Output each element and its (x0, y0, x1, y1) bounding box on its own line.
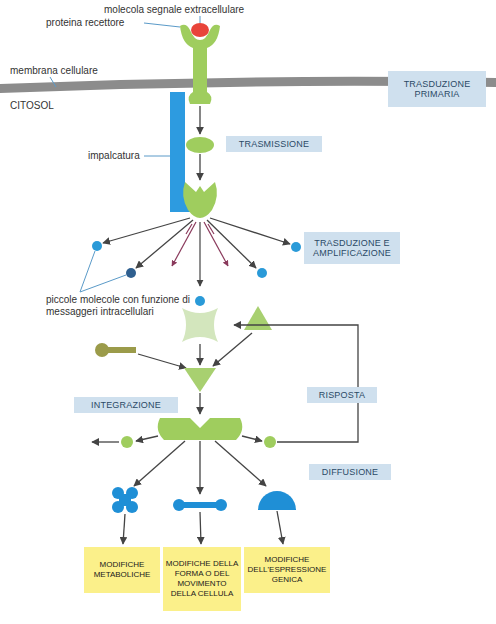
arrow (138, 354, 186, 368)
node-text-group: TRASDUZIONE E AMPLIFICAZIONE (304, 238, 400, 258)
arrow (92, 441, 119, 442)
effector-dumbbell (173, 499, 227, 511)
integrator-protein (184, 368, 216, 392)
arrow (207, 220, 256, 268)
leader-line (80, 251, 95, 292)
leader-line (80, 275, 126, 292)
arrow (199, 106, 200, 134)
effector-protein (183, 182, 217, 218)
arrow (213, 333, 252, 366)
arrow (215, 441, 266, 486)
scaffold-bar (170, 92, 185, 212)
target-protein (95, 343, 109, 357)
arrow (199, 154, 200, 180)
effector-cross (119, 494, 131, 506)
messenger-molecule (291, 242, 301, 252)
messenger-molecule (257, 268, 267, 278)
leader-line (144, 156, 170, 157)
arrow (199, 344, 200, 365)
fan-arrows (172, 222, 228, 286)
messenger-molecule (195, 296, 205, 306)
effector-cross (112, 487, 138, 513)
leader-line (144, 23, 180, 27)
signal-molecule (191, 23, 209, 37)
node-text-group: INTEGRAZIONE (91, 400, 161, 410)
leader-line (200, 16, 201, 23)
node-text: TRASDUZIONE PRIMARIA (388, 79, 486, 99)
messenger-molecule (92, 241, 102, 251)
node-text: RISPOSTA (319, 390, 365, 400)
diffusing-molecule (264, 436, 276, 448)
leader-line (50, 77, 56, 87)
node-text: MODIFICHE METABOLICHE (86, 560, 158, 580)
arrow (199, 222, 200, 286)
arrow (199, 393, 200, 414)
arrow (200, 512, 201, 544)
arrow (136, 436, 158, 441)
arrow (210, 218, 290, 244)
annotation-label: molecola segnale extracellulare (104, 4, 274, 16)
node-text-group: TRASMISSIONE (239, 139, 309, 149)
arrow (134, 441, 185, 486)
node-text: TRASDUZIONE E AMPLIFICAZIONE (304, 238, 400, 258)
stage-label-box: TRASDUZIONE PRIMARIA (388, 71, 486, 107)
stage-label-box: TRASMISSIONE (226, 136, 322, 152)
tick-line (186, 224, 192, 234)
stage-label-box: DIFFUSIONE (309, 464, 391, 480)
annotation-label: piccole molecole con funzione di messagg… (46, 294, 201, 318)
stage-label-box: INTEGRAZIONE (74, 397, 178, 413)
node-text: MODIFICHE DELL'ESPRESSIONE GENICA (246, 555, 328, 585)
arrow (172, 222, 196, 266)
node-text: INTEGRAZIONE (91, 400, 161, 410)
node-text: TRASMISSIONE (239, 139, 309, 149)
integrator-protein (158, 418, 243, 440)
node-text: DIFFUSIONE (322, 467, 379, 477)
arrow (199, 441, 200, 494)
arrow (204, 222, 228, 266)
node-text-group: DIFFUSIONE (322, 467, 379, 477)
target-protein (244, 306, 272, 330)
effector-half-disc (258, 491, 296, 510)
arrow (123, 514, 125, 544)
feedback-arrow (234, 325, 358, 442)
node-text-group: MODIFICHE DELLA FORMA O DEL MOVIMENTO DE… (165, 559, 239, 599)
effector-dumbbell (173, 499, 185, 511)
node-text-group: TRASDUZIONE PRIMARIA (388, 79, 486, 99)
messenger-molecule (126, 268, 136, 278)
target-protein (108, 347, 136, 353)
annotation-label: membrana cellulare (10, 65, 120, 77)
annotation-label: proteina recettore (46, 17, 156, 29)
node-text-group: MODIFICHE METABOLICHE (86, 560, 158, 580)
relay-protein (186, 137, 214, 153)
effector-dumbbell (215, 499, 227, 511)
node-text-group: RISPOSTA (319, 390, 365, 400)
outcome-box: MODIFICHE METABOLICHE (84, 547, 160, 593)
annotation-label: impalcatura (88, 150, 158, 162)
target-protein (182, 308, 218, 342)
stage-label-box: TRASDUZIONE E AMPLIFICAZIONE (304, 232, 400, 264)
arrow (277, 511, 283, 544)
diffusing-molecule (121, 436, 133, 448)
arrow (103, 218, 190, 243)
annotation-label: CITOSOL (10, 100, 80, 112)
outcome-box: MODIFICHE DELLA FORMA O DEL MOVIMENTO DE… (163, 547, 241, 611)
node-text-group: MODIFICHE DELL'ESPRESSIONE GENICA (246, 555, 328, 585)
outcome-box: MODIFICHE DELL'ESPRESSIONE GENICA (244, 547, 330, 593)
arrow (242, 436, 262, 441)
stage-label-box: RISPOSTA (307, 387, 377, 403)
fan-arrows (103, 218, 290, 268)
tick-line (208, 224, 214, 234)
node-text: MODIFICHE DELLA FORMA O DEL MOVIMENTO DE… (165, 559, 239, 599)
